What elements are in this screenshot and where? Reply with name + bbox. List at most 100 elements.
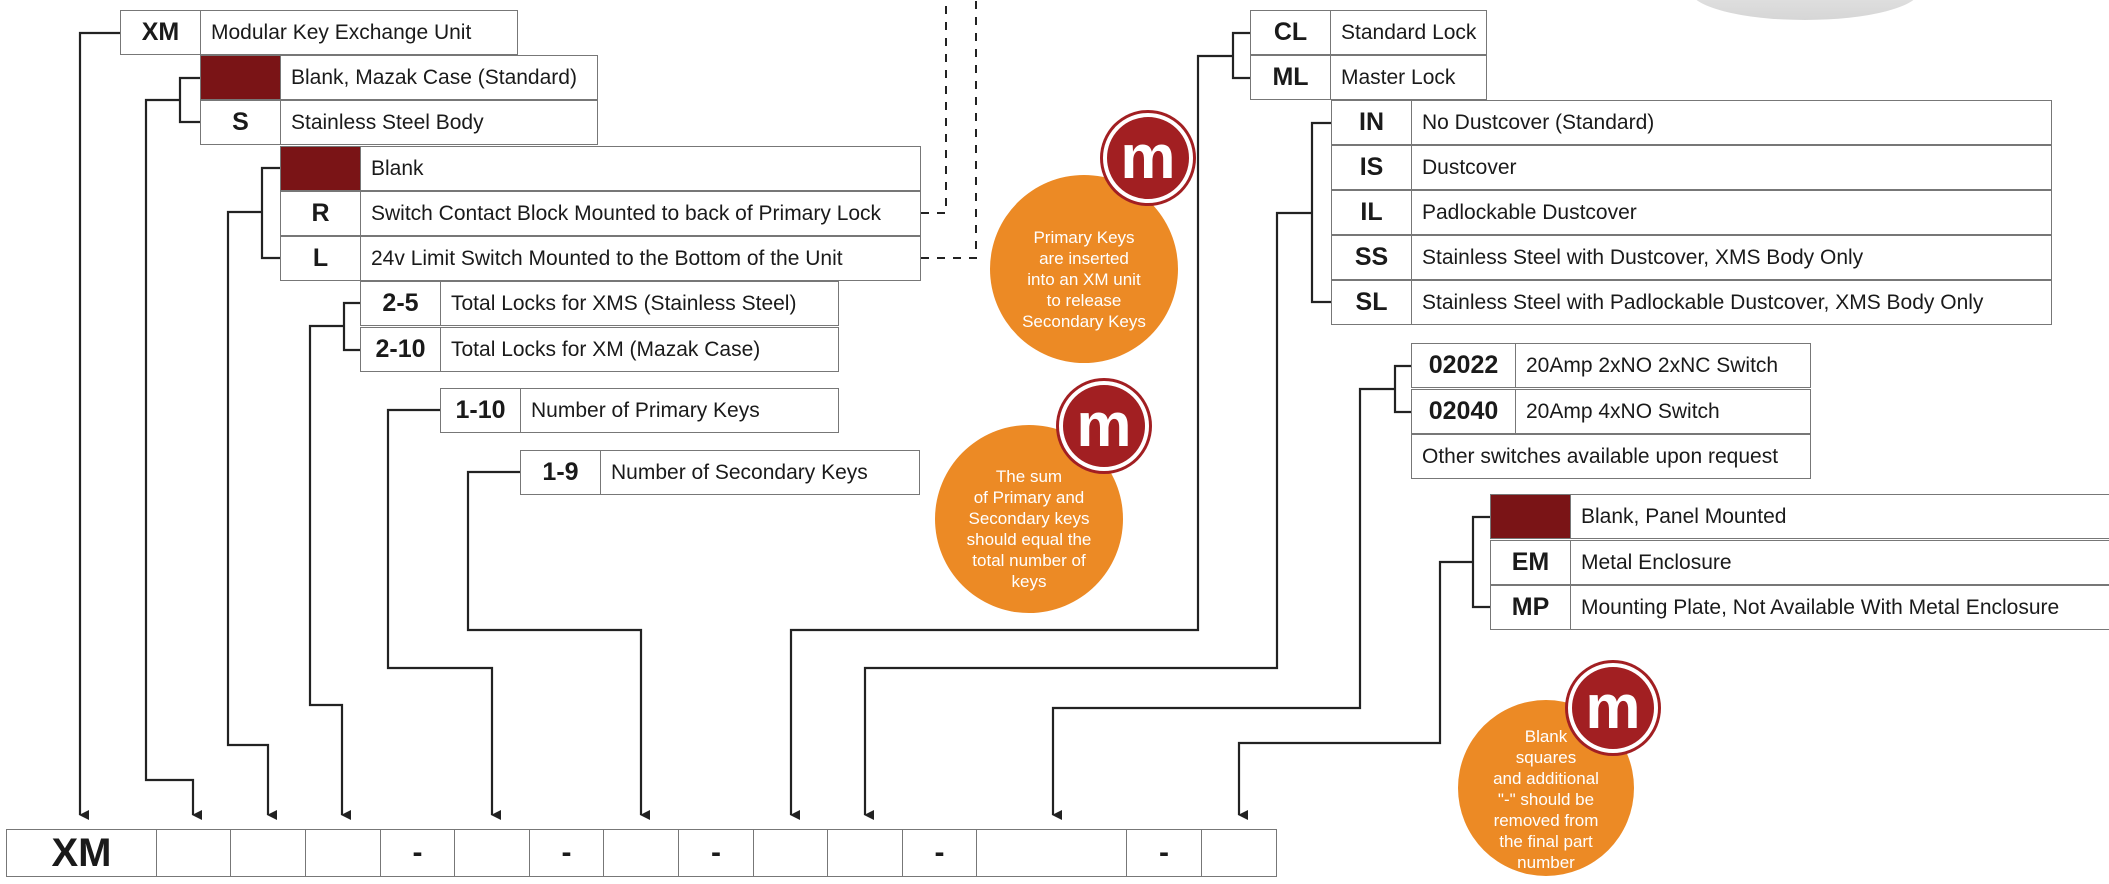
option-label: Mounting Plate, Not Available With Metal…: [1581, 595, 2060, 619]
option-label: Padlockable Dustcover: [1422, 200, 1637, 224]
wire-case-branch: [178, 76, 200, 124]
option-locks-xms: 2-5 Total Locks for XMS (Stainless Steel…: [360, 281, 839, 326]
part-number-bar: XM - - - - -: [6, 829, 1277, 877]
option-label: Blank, Panel Mounted: [1581, 504, 1787, 528]
option-secondary-keys: 1-9 Number of Secondary Keys: [520, 450, 920, 495]
m-logo-icon: m: [1568, 663, 1658, 753]
option-label: Blank: [371, 156, 424, 180]
part-cell-dustcover: [828, 830, 903, 876]
option-base: XM Modular Key Exchange Unit: [120, 10, 518, 55]
option-dust-in: IN No Dustcover (Standard): [1331, 100, 2052, 145]
option-code: CL: [1251, 11, 1331, 54]
option-switch-blank: Blank: [280, 146, 921, 191]
option-switch-02022: 02022 20Amp 2xNO 2xNC Switch: [1411, 343, 1811, 388]
option-code: 2-10: [361, 328, 441, 371]
wire-dust-branch: [1310, 121, 1331, 304]
switch-note-text: Other switches available upon request: [1422, 444, 1779, 468]
option-code: 1-9: [521, 451, 601, 494]
option-code: SL: [1332, 281, 1412, 324]
logo-letter: m: [1585, 673, 1641, 742]
blank-code-swatch: [1491, 495, 1571, 538]
wire-lock-branch: [1231, 31, 1250, 80]
part-cell-base: XM: [7, 830, 157, 876]
option-mount-mp: MP Mounting Plate, Not Available With Me…: [1490, 585, 2109, 630]
option-mount-blank: Blank, Panel Mounted: [1490, 494, 2109, 539]
part-cell-dash: -: [530, 830, 604, 876]
wire-switch: [226, 210, 277, 820]
part-cell-dash: -: [381, 830, 455, 876]
wire-case: [144, 98, 202, 820]
option-code: S: [201, 101, 281, 144]
wire-switchtype: [1051, 387, 1395, 820]
wire-locktype: [789, 54, 1233, 820]
part-cell-dash: -: [1127, 830, 1202, 876]
part-cell-locks: [306, 830, 381, 876]
wire-locks: [308, 324, 351, 820]
note-bubble-primary: Primary Keys are inserted into an XM uni…: [990, 175, 1178, 363]
option-code: SS: [1332, 236, 1412, 279]
option-label: 24v Limit Switch Mounted to the Bottom o…: [371, 246, 843, 270]
option-case-s: S Stainless Steel Body: [200, 100, 598, 145]
option-switch-l: L 24v Limit Switch Mounted to the Bottom…: [280, 236, 921, 281]
option-code: 2-5: [361, 282, 441, 325]
note-text: The sum of Primary and Secondary keys sh…: [966, 467, 1092, 591]
option-code: MP: [1491, 586, 1571, 629]
part-cell-case: [157, 830, 231, 876]
option-code: ML: [1251, 56, 1331, 99]
option-switch-02040: 02040 20Amp 4xNO Switch: [1411, 389, 1811, 434]
option-code: EM: [1491, 541, 1571, 584]
option-label: Stainless Steel with Padlockable Dustcov…: [1422, 290, 1984, 314]
part-cell-locktype: [754, 830, 828, 876]
option-code: IS: [1332, 146, 1412, 189]
option-label: Blank, Mazak Case (Standard): [291, 65, 577, 89]
option-case-blank: Blank, Mazak Case (Standard): [200, 55, 598, 100]
option-lock-cl: CL Standard Lock: [1250, 10, 1487, 55]
part-cell-mounting: [1202, 830, 1276, 876]
option-label: Number of Secondary Keys: [611, 460, 868, 484]
option-label: 20Amp 2xNO 2xNC Switch: [1526, 353, 1779, 377]
wire-base: [78, 31, 120, 820]
wire-mount-branch: [1471, 515, 1490, 609]
option-label: Stainless Steel Body: [291, 110, 484, 134]
option-label: 20Amp 4xNO Switch: [1526, 399, 1720, 423]
wire-secondary: [466, 470, 650, 820]
option-label: Metal Enclosure: [1581, 550, 1732, 574]
blank-code-swatch: [281, 147, 361, 190]
option-label: Standard Lock: [1341, 20, 1477, 44]
option-switch-note: Other switches available upon request: [1411, 434, 1811, 479]
m-logo-icon: m: [1103, 113, 1193, 203]
dashed-wire-l: [921, 0, 977, 259]
product-image-fragment: [1690, 0, 1920, 20]
part-cell-secondary: [604, 830, 679, 876]
option-label: Master Lock: [1341, 65, 1456, 89]
logo-letter: m: [1076, 391, 1132, 460]
option-dust-is: IS Dustcover: [1331, 145, 2052, 190]
option-code: 02040: [1412, 390, 1516, 433]
option-dust-il: IL Padlockable Dustcover: [1331, 190, 2052, 235]
note-text: Primary Keys are inserted into an XM uni…: [1022, 227, 1146, 331]
part-cell-switch: [231, 830, 306, 876]
option-locks-xm: 2-10 Total Locks for XM (Mazak Case): [360, 327, 839, 372]
note-text: Blank squares and additional "-" should …: [1493, 726, 1599, 872]
option-label: Number of Primary Keys: [531, 398, 760, 422]
option-code: 02022: [1412, 344, 1516, 387]
option-code: R: [281, 192, 361, 235]
option-label: No Dustcover (Standard): [1422, 110, 1655, 134]
option-label: Modular Key Exchange Unit: [211, 20, 472, 44]
option-label: Switch Contact Block Mounted to back of …: [371, 201, 882, 225]
wire-locks-branch: [342, 301, 360, 352]
wire-switchtype-branch: [1393, 364, 1411, 414]
wire-switch-branch: [260, 166, 280, 260]
option-mount-em: EM Metal Enclosure: [1490, 540, 2109, 585]
option-primary-keys: 1-10 Number of Primary Keys: [440, 388, 839, 433]
option-code: IL: [1332, 191, 1412, 234]
option-switch-r: R Switch Contact Block Mounted to back o…: [280, 191, 921, 236]
option-dust-sl: SL Stainless Steel with Padlockable Dust…: [1331, 280, 2052, 325]
blank-code-swatch: [201, 56, 281, 99]
part-cell-dash: -: [679, 830, 754, 876]
logo-letter: m: [1120, 123, 1176, 192]
option-lock-ml: ML Master Lock: [1250, 55, 1487, 100]
wire-primary: [386, 408, 501, 820]
